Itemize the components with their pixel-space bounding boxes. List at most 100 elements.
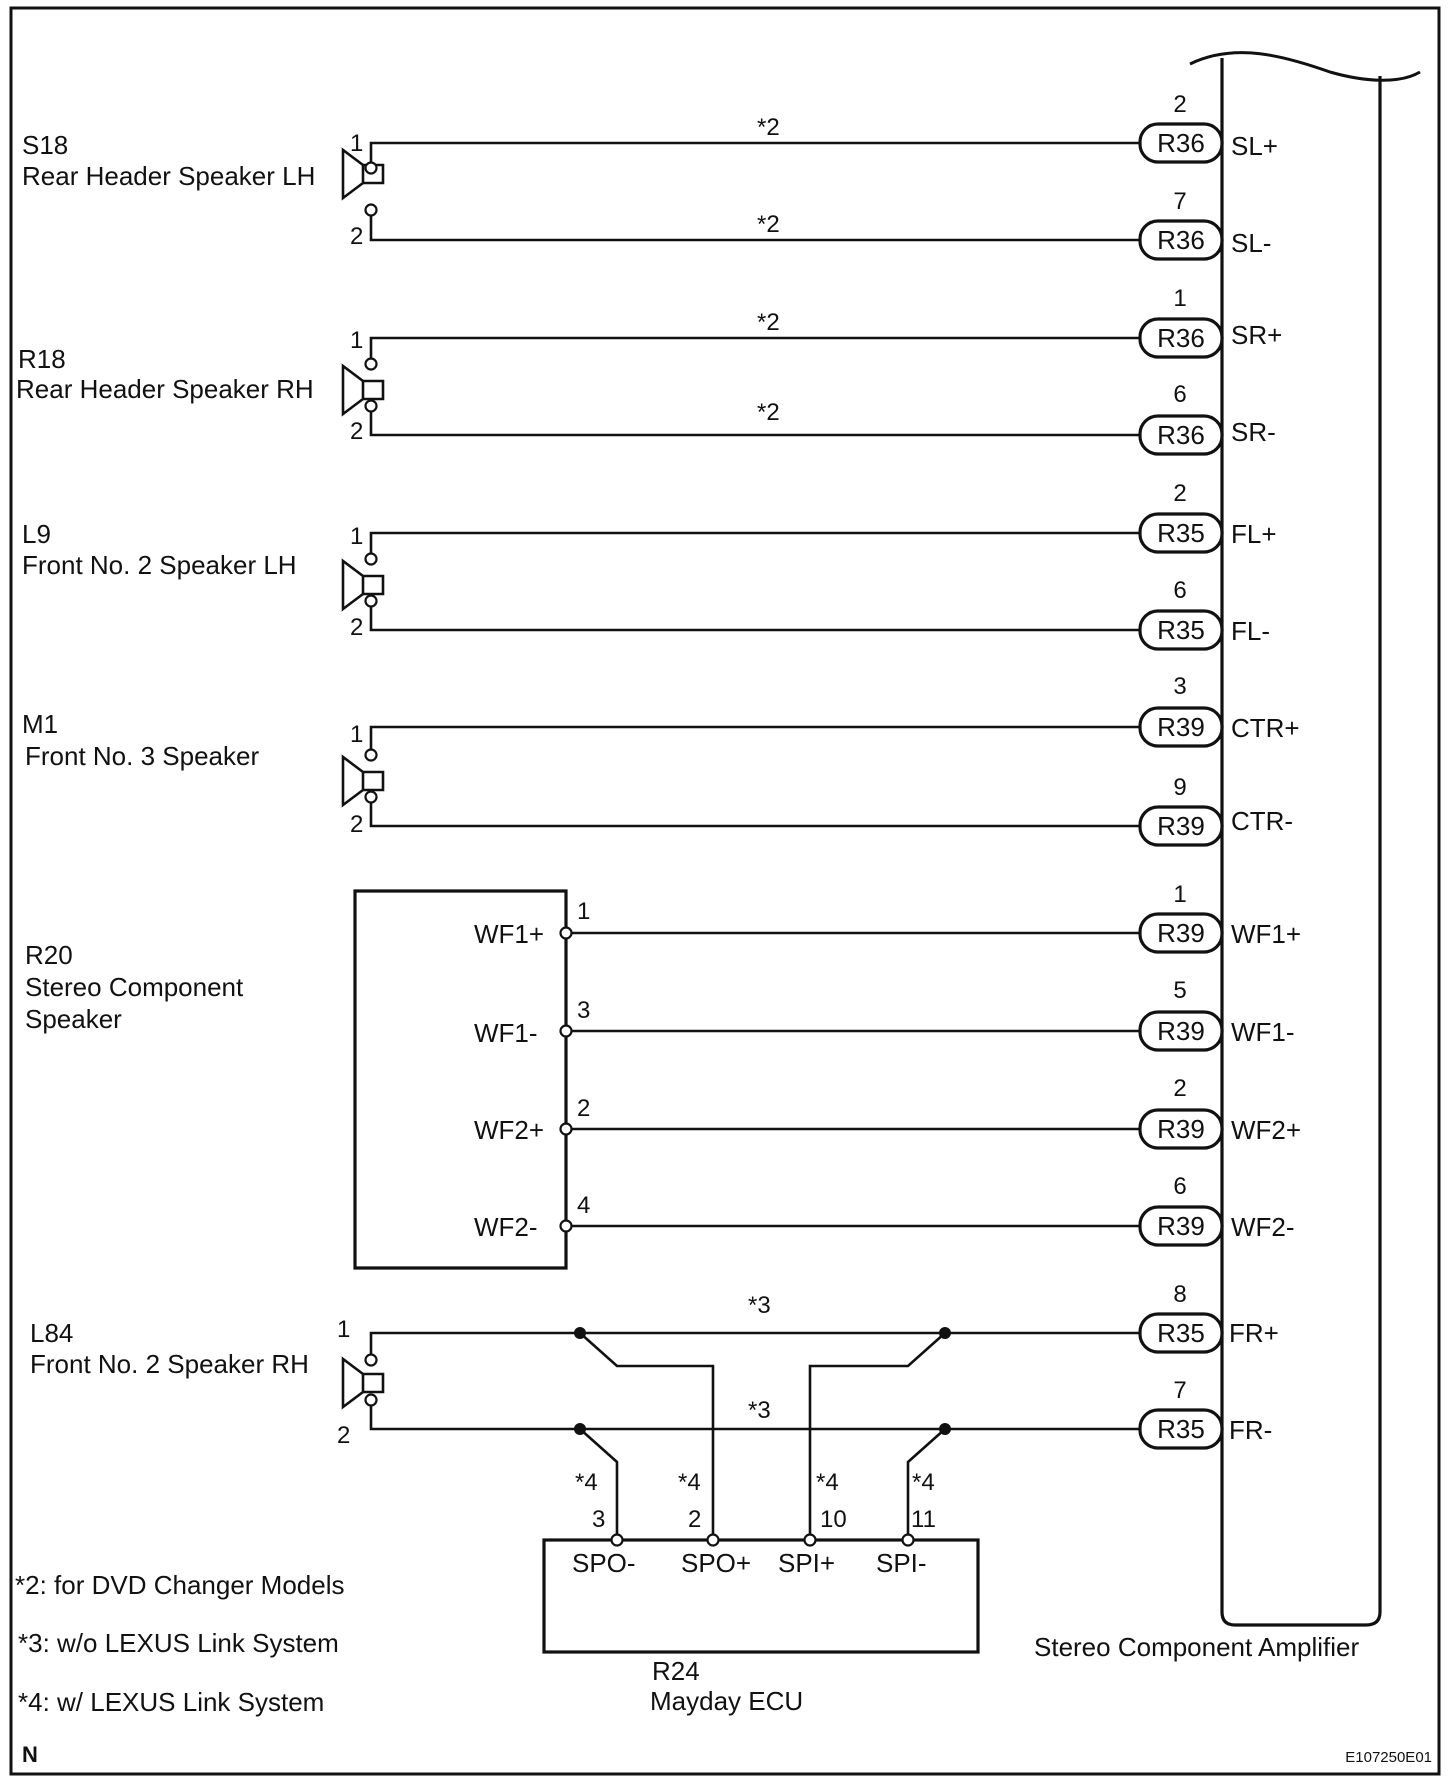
amp-terminal: WF1-	[1231, 1017, 1295, 1047]
ecu-note: *4	[678, 1469, 701, 1496]
ecu-note: *4	[575, 1469, 598, 1496]
connector-badge	[1138, 512, 1224, 554]
amp-terminal: SL+	[1231, 131, 1278, 161]
speaker-pin-2: 2	[350, 418, 363, 445]
speaker-l84: L84 Front No. 2 Speaker RH 1 2 *3 *3 R35…	[30, 1281, 1279, 1534]
connector-pin: 6	[1173, 1173, 1186, 1200]
mayday-ecu: *4 *4 *4 *4 3 2 10 11 SPO- SPO+ SPI+ SPI…	[542, 1469, 980, 1716]
legend-item: *4: w/ LEXUS Link System	[18, 1687, 324, 1717]
connector-pin: 8	[1173, 1281, 1186, 1308]
connector-pin: 1	[1173, 881, 1186, 908]
terminal-circle	[610, 1533, 624, 1547]
speaker-pin-2: 2	[337, 1422, 350, 1449]
wire	[579, 1428, 619, 1534]
amp-terminal: WF1+	[1231, 919, 1301, 949]
connector-pin: 2	[1173, 480, 1186, 507]
ecu-terminal: SPO-	[572, 1548, 636, 1578]
component-terminal: WF2-	[474, 1212, 538, 1242]
ecu-terminal: SPI+	[778, 1548, 835, 1578]
amp-terminal: WF2+	[1231, 1115, 1301, 1145]
amplifier-label: Stereo Component Amplifier	[1034, 1632, 1360, 1662]
speaker-code: R18	[18, 344, 66, 374]
wire	[369, 216, 1140, 242]
wire	[369, 607, 1140, 632]
speaker-name: Rear Header Speaker RH	[16, 374, 314, 404]
component-pin: 1	[577, 898, 590, 925]
wire	[369, 412, 1140, 437]
terminal-circle	[901, 1533, 915, 1547]
connector-pin: 9	[1173, 774, 1186, 801]
speaker-icon	[341, 552, 385, 612]
speaker-pin-2: 2	[350, 614, 363, 641]
amp-terminal: SR-	[1231, 417, 1276, 447]
figure-code: E107250E01	[1345, 1749, 1432, 1766]
wire-note: *2	[757, 399, 780, 426]
speaker-r18: R18 Rear Header Speaker RH 1 2 *2 *2 R36…	[16, 285, 1282, 456]
amplifier: Stereo Component Amplifier	[1034, 51, 1421, 1662]
amp-terminal: FL-	[1231, 616, 1270, 646]
terminal-circle	[559, 1024, 573, 1038]
wire	[369, 803, 1140, 828]
wire	[906, 1428, 946, 1534]
connector-label: R39	[1157, 811, 1205, 841]
component-pin: 4	[577, 1192, 590, 1219]
component-speaker-r20: R20 Stereo Component Speaker WF1+ WF1- W…	[25, 881, 1301, 1270]
connector-pin: 1	[1173, 285, 1186, 312]
ecu-pin: 11	[911, 1506, 936, 1533]
wire-note: *2	[757, 114, 780, 141]
wire	[369, 1406, 1140, 1431]
wire-note: *3	[748, 1397, 771, 1424]
speaker-name: Front No. 2 Speaker RH	[30, 1349, 309, 1379]
connector-pin: 3	[1173, 673, 1186, 700]
speaker-pin-1: 1	[350, 130, 363, 157]
connector-badge	[1138, 1408, 1224, 1450]
speaker-name: Front No. 3 Speaker	[25, 741, 259, 771]
ecu-pin: 10	[820, 1506, 847, 1533]
connector-label: R39	[1157, 712, 1205, 742]
speaker-icon	[341, 147, 385, 217]
legend: *2: for DVD Changer Models *3: w/o LEXUS…	[15, 1570, 344, 1717]
amp-terminal: SL-	[1231, 228, 1271, 258]
terminal-circle	[559, 1219, 573, 1233]
connector-label: R39	[1157, 1016, 1205, 1046]
speaker-code: L84	[30, 1318, 73, 1348]
connector-label: R39	[1157, 1211, 1205, 1241]
component-name-line2: Speaker	[25, 1004, 122, 1034]
connector-label: R35	[1157, 615, 1205, 645]
wire	[808, 1332, 946, 1534]
amp-terminal: WF2-	[1231, 1212, 1295, 1242]
speaker-code: L9	[22, 519, 51, 549]
speaker-name: Front No. 2 Speaker LH	[22, 550, 297, 580]
connector-label: R36	[1157, 225, 1205, 255]
speaker-code: S18	[22, 130, 68, 160]
speaker-icon	[341, 748, 385, 808]
ecu-note: *4	[816, 1469, 839, 1496]
ecu-terminal: SPI-	[876, 1548, 927, 1578]
speaker-m1: M1 Front No. 3 Speaker 1 2 R39 R39 3 9 C…	[22, 673, 1300, 847]
diagram-frame	[9, 6, 1441, 1776]
wire-note: *2	[757, 211, 780, 238]
wire-note: *3	[748, 1292, 771, 1319]
connector-pin: 7	[1173, 1377, 1186, 1404]
component-name-line1: Stereo Component	[25, 972, 244, 1002]
connector-badge	[1138, 317, 1224, 359]
connector-badge	[1138, 219, 1224, 261]
speaker-pin-1: 1	[337, 1316, 350, 1343]
speaker-name: Rear Header Speaker LH	[22, 161, 315, 191]
amp-terminal: FL+	[1231, 519, 1277, 549]
legend-item: *2: for DVD Changer Models	[15, 1570, 344, 1600]
connector-badge	[1138, 1108, 1224, 1150]
connector-label: R36	[1157, 323, 1205, 353]
speaker-l9: L9 Front No. 2 Speaker LH 1 2 R35 R35 2 …	[22, 480, 1277, 651]
connector-label: R35	[1157, 518, 1205, 548]
ecu-pin: 2	[688, 1506, 701, 1533]
speaker-pin-2: 2	[350, 811, 363, 838]
component-terminal: WF1+	[474, 919, 544, 949]
component-terminal: WF2+	[474, 1115, 544, 1145]
ecu-code: R24	[652, 1656, 700, 1686]
wire	[369, 1331, 1140, 1354]
connector-badge	[1138, 912, 1224, 954]
amp-terminal: FR+	[1229, 1318, 1279, 1348]
connector-label: R39	[1157, 1114, 1205, 1144]
